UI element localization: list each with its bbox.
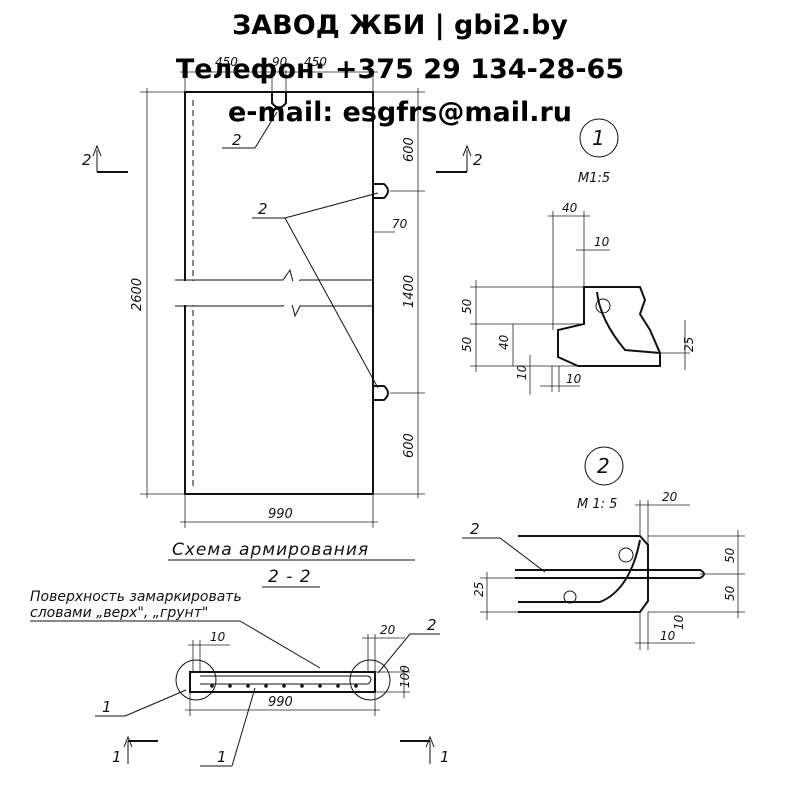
- section-2-2: 10 20 2 100 990 1 1 1 1: [95, 616, 450, 767]
- section-dim-10: 10: [210, 630, 226, 644]
- detail-1-profile: [557, 286, 661, 367]
- break-line-upper: [175, 268, 373, 292]
- detail-1-dim-40-side: 40: [497, 334, 511, 350]
- section-mark-left: 2: [82, 151, 92, 169]
- detail-1-dim-50-lower: 50: [460, 336, 474, 352]
- dim-top-right: 450: [304, 55, 327, 69]
- detail-1-scale: М1:5: [578, 171, 610, 186]
- detail-1-dim-25: 25: [682, 337, 696, 352]
- detail-1-dim-10-left: 10: [515, 364, 529, 380]
- main-view: 450 90 450 2600 600 70 1400 600 990 2 2: [82, 55, 483, 528]
- detail-1-marker: [579, 118, 619, 158]
- dim-width-990: 990: [268, 507, 293, 522]
- detail-1-dim-50-upper: 50: [460, 298, 474, 314]
- detail-2-dim-50-lower: 50: [723, 585, 737, 601]
- dim-lower-600: 600: [402, 433, 417, 458]
- header-line-2: Телефон: +375 29 134-28-65: [175, 54, 625, 85]
- detail-1: 1 М1:5 40 10 50 50 40 10 10 25: [460, 118, 696, 395]
- rebar-dots: [210, 684, 358, 688]
- dim-top-left: 450: [215, 55, 238, 69]
- break-line-lower: [175, 294, 373, 318]
- dim-mid-1400: 1400: [402, 275, 417, 308]
- detail-2-marker: [584, 446, 624, 486]
- detail-2-callout: 2: [470, 520, 480, 538]
- section-callout-bottom-1: 1: [217, 748, 227, 766]
- dim-70: 70: [392, 217, 408, 231]
- lifting-loop-top: [271, 92, 287, 109]
- detail-2-scale: М 1: 5: [577, 497, 617, 512]
- detail-2-dim-10-a: 10: [672, 614, 686, 630]
- detail-2-number: 2: [597, 454, 610, 478]
- section-dim-100: 100: [398, 665, 412, 688]
- section-callout-right-2: 2: [427, 616, 437, 634]
- callout-mid-2: 2: [258, 200, 268, 218]
- detail-2-profile: [518, 535, 649, 613]
- caption-section: 2 - 2: [268, 567, 312, 587]
- lifting-loop-lower: [373, 385, 389, 401]
- section-dim-20: 20: [380, 623, 396, 637]
- dim-upper-600: 600: [402, 137, 417, 162]
- dim-height: 2600: [130, 278, 145, 311]
- detail-2-dim-50-upper: 50: [723, 547, 737, 563]
- callout-top-2: 2: [232, 131, 242, 149]
- caption: Схема армирования 2 - 2 Поверхность зама…: [30, 540, 415, 669]
- section-callout-left-1: 1: [102, 698, 112, 716]
- header-line-1: ЗАВОД ЖБИ | gbi2.by: [232, 10, 568, 41]
- caption-note-line2: словами „верх", „грунт": [30, 605, 208, 621]
- section-detail-circle-left: [175, 659, 217, 701]
- section-mark-right: 2: [473, 151, 483, 169]
- header-line-3: e-mail: esgfrs@mail.ru: [227, 97, 573, 128]
- detail-1-dim-10-top: 10: [594, 235, 610, 249]
- caption-title: Схема армирования: [172, 540, 369, 560]
- detail-2: 2 М 1: 5 2 20 50 50 25 10 10: [462, 446, 745, 650]
- detail-2-dim-20: 20: [662, 490, 678, 504]
- detail-1-number: 1: [592, 126, 605, 150]
- section-slab: [189, 671, 376, 693]
- dim-top-mid: 90: [272, 55, 288, 69]
- lifting-loop-upper: [373, 183, 389, 199]
- cut-mark-right: 1: [440, 748, 450, 766]
- caption-note-line1: Поверхность замаркировать: [30, 589, 242, 605]
- detail-1-dim-40: 40: [562, 201, 578, 215]
- detail-2-dim-25: 25: [472, 582, 486, 597]
- section-dim-990: 990: [268, 695, 293, 710]
- detail-2-dim-10-b: 10: [660, 629, 676, 643]
- section-detail-circle-right: [349, 659, 391, 701]
- detail-1-dim-10-bottom: 10: [566, 372, 582, 386]
- cut-mark-left: 1: [112, 748, 122, 766]
